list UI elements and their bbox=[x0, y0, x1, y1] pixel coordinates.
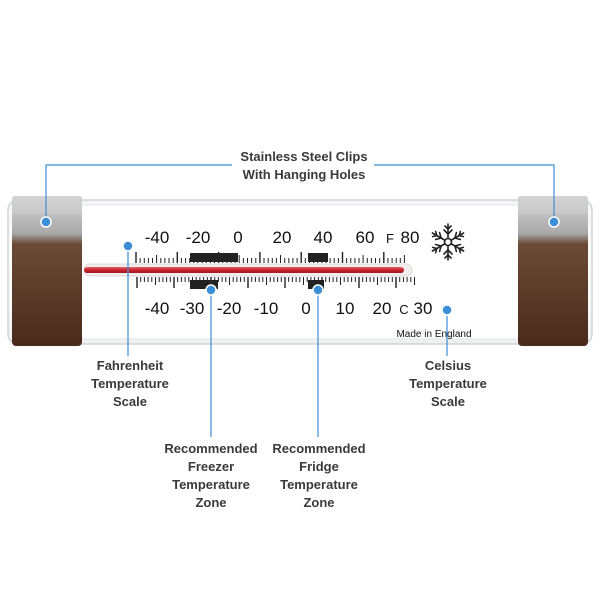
clip-dot-left bbox=[40, 216, 52, 228]
celsius-label: 20 bbox=[373, 299, 392, 318]
fahrenheit-label: 60 bbox=[356, 228, 375, 247]
callout-line: Recommended bbox=[164, 441, 258, 456]
fahrenheit-label: 40 bbox=[314, 228, 333, 247]
callout-line: Temperature bbox=[409, 376, 487, 391]
callout-line: Celsius bbox=[424, 358, 472, 373]
celsius-unit: C bbox=[399, 302, 408, 317]
clip-dot-right bbox=[548, 216, 560, 228]
fahrenheit-ticks bbox=[135, 252, 405, 263]
celsius-label: -20 bbox=[217, 299, 242, 318]
callout-line: Zone bbox=[303, 495, 335, 510]
red-liquid-column bbox=[84, 267, 404, 273]
callout-line: Stainless Steel Clips bbox=[240, 149, 368, 164]
callout-line: With Hanging Holes bbox=[242, 167, 366, 182]
celsius-label: -10 bbox=[254, 299, 279, 318]
maker-text: Made in England bbox=[396, 329, 471, 340]
callout-line: Zone bbox=[195, 495, 227, 510]
callout-line: Temperature bbox=[91, 376, 169, 391]
fahrenheit-dot bbox=[122, 240, 134, 252]
callout-line: Temperature bbox=[280, 477, 358, 492]
celsius-label: 10 bbox=[336, 299, 355, 318]
freezer-dot bbox=[205, 284, 217, 296]
celsius-label: 30 bbox=[414, 299, 433, 318]
fridge-zone-marker-bottom bbox=[308, 280, 324, 289]
callout-fahrenheit: Fahrenheit Temperature Scale bbox=[78, 357, 182, 411]
celsius-label: -40 bbox=[145, 299, 170, 318]
fahrenheit-label: -20 bbox=[186, 228, 211, 247]
celsius-label: 0 bbox=[301, 299, 310, 318]
celsius-label: -30 bbox=[180, 299, 205, 318]
celsius-dot bbox=[441, 304, 453, 316]
callout-line: Recommended bbox=[272, 441, 366, 456]
callout-clips: Stainless Steel Clips With Hanging Holes bbox=[224, 148, 384, 184]
fahrenheit-label: 0 bbox=[233, 228, 242, 247]
fahrenheit-label: -40 bbox=[145, 228, 170, 247]
callout-line: Fridge bbox=[299, 459, 339, 474]
callout-leaders bbox=[45, 164, 555, 437]
callout-fridge: Recommended Fridge Temperature Zone bbox=[264, 440, 374, 512]
freezer-zone-marker-bottom bbox=[190, 280, 218, 289]
celsius-ticks bbox=[136, 277, 415, 288]
callout-line: Scale bbox=[431, 394, 465, 409]
callout-line: Fahrenheit bbox=[96, 358, 164, 373]
callout-line: Temperature bbox=[172, 477, 250, 492]
callout-freezer: Recommended Freezer Temperature Zone bbox=[156, 440, 266, 512]
fridge-dot bbox=[312, 284, 324, 296]
clips-leader-left bbox=[45, 164, 232, 220]
right-clip bbox=[518, 196, 588, 346]
callout-line: Scale bbox=[113, 394, 147, 409]
callout-line: Freezer bbox=[187, 459, 235, 474]
callout-celsius: Celsius Temperature Scale bbox=[396, 357, 500, 411]
left-clip bbox=[12, 196, 82, 346]
fahrenheit-label: 20 bbox=[273, 228, 292, 247]
fridge-zone-marker-top bbox=[308, 253, 328, 262]
snowflake-icon bbox=[429, 223, 467, 261]
freezer-zone-marker-top bbox=[190, 253, 238, 262]
callout-dots bbox=[40, 216, 560, 316]
fahrenheit-label: 80 bbox=[401, 228, 420, 247]
fahrenheit-unit: F bbox=[386, 231, 394, 246]
clips-leader-right bbox=[374, 164, 555, 220]
